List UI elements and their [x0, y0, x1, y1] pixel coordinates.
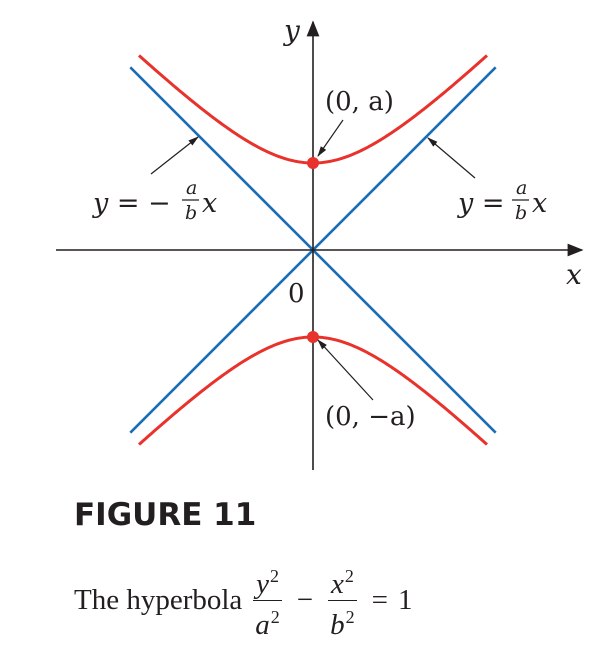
svg-text:y =: y =	[457, 188, 504, 219]
svg-text:x: x	[532, 188, 547, 219]
equals-sign: =	[371, 584, 389, 616]
top-vertex-label: (0, a)	[325, 87, 394, 117]
left-asymptote-label: y = − a b x	[92, 177, 217, 224]
right-asymptote-label: y = a b x	[457, 177, 547, 224]
svg-text:b: b	[185, 202, 197, 224]
minus-sign: −	[296, 584, 314, 616]
fraction-term1: y2 a2	[252, 560, 283, 641]
leader-right-asymptote	[427, 137, 476, 179]
leader-top-vertex	[317, 119, 344, 157]
svg-text:x: x	[202, 188, 217, 219]
origin-label: 0	[288, 279, 305, 309]
leader-bottom-vertex	[317, 339, 374, 401]
svg-text:a: a	[516, 177, 527, 199]
vertex-bottom-point	[307, 331, 319, 343]
figure-title: FIGURE 11	[74, 497, 257, 533]
svg-text:a: a	[186, 177, 197, 199]
caption-prefix: The hyperbola	[74, 584, 243, 616]
fraction-term2: x2 b2	[327, 560, 358, 641]
equation-rhs: 1	[398, 584, 413, 616]
hyperbola-diagram: y x 0 (0, a) (0, −a) y = − a b x y = a b…	[56, 14, 584, 470]
bottom-vertex-label: (0, −a)	[325, 402, 416, 432]
y-axis-label: y	[282, 14, 301, 47]
svg-text:y = −: y = −	[92, 188, 171, 219]
svg-text:b: b	[515, 202, 527, 224]
figure-caption: The hyperbola y2 a2 − x2 b2 = 1	[74, 560, 413, 641]
leader-left-asymptote	[150, 136, 199, 175]
x-axis-label: x	[566, 258, 582, 291]
vertex-top-point	[307, 157, 319, 169]
